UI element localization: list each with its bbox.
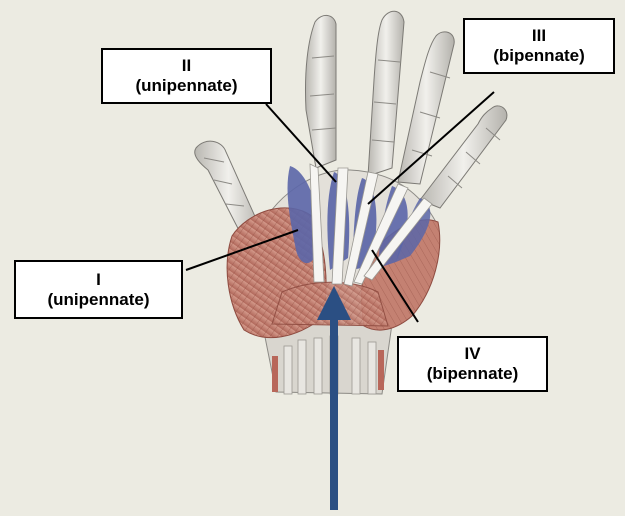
label-box-iii: III (bipennate)	[463, 18, 615, 74]
label-type: (bipennate)	[427, 364, 519, 384]
middle-finger	[368, 11, 404, 176]
label-numeral: I	[96, 270, 101, 290]
label-numeral: III	[532, 26, 546, 46]
arrow-up	[317, 286, 351, 510]
index-finger	[305, 15, 336, 168]
label-numeral: II	[182, 56, 191, 76]
label-box-ii: II (unipennate)	[101, 48, 272, 104]
label-type: (unipennate)	[48, 290, 150, 310]
label-type: (bipennate)	[493, 46, 585, 66]
label-type: (unipennate)	[136, 76, 238, 96]
ring-finger	[398, 32, 454, 184]
label-box-i: I (unipennate)	[14, 260, 183, 319]
label-numeral: IV	[464, 344, 480, 364]
label-box-iv: IV (bipennate)	[397, 336, 548, 392]
